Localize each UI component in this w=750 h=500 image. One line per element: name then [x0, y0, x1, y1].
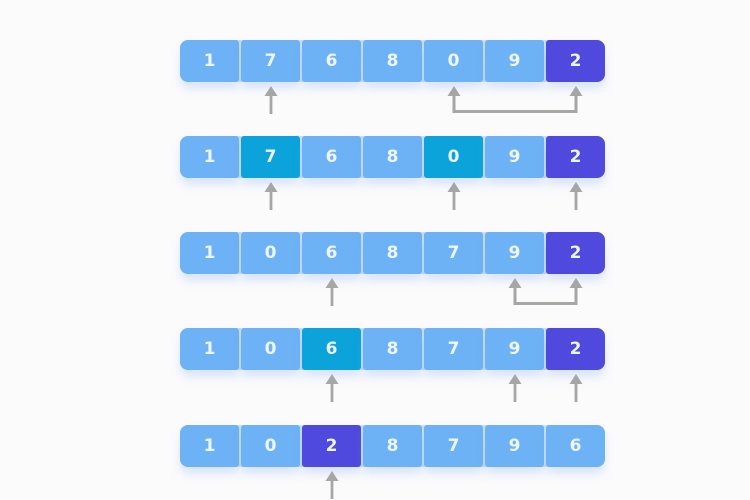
array-cell: 7 [424, 232, 483, 274]
array-cell: 1 [180, 232, 239, 274]
array-cell: 8 [363, 232, 422, 274]
array-cell: 7 [424, 328, 483, 370]
array-cell: 7 [424, 425, 483, 467]
up-arrow-icon [569, 374, 582, 402]
array-cell: 0 [241, 425, 300, 467]
array-cell: 9 [485, 328, 544, 370]
swap-connector-icon [447, 86, 582, 113]
array-cell: 7 [241, 136, 300, 178]
array-cell: 0 [241, 328, 300, 370]
array-cell: 9 [485, 425, 544, 467]
array-cell: 0 [424, 40, 483, 82]
array-cell: 2 [546, 328, 605, 370]
array-cell: 0 [241, 232, 300, 274]
array-cell: 7 [241, 40, 300, 82]
array-cell: 9 [485, 136, 544, 178]
array-cell: 8 [363, 328, 422, 370]
array-cell: 8 [363, 40, 422, 82]
array-cell: 9 [485, 232, 544, 274]
array-cell: 1 [180, 425, 239, 467]
array-cell: 6 [302, 328, 361, 370]
array-cell: 8 [363, 136, 422, 178]
up-arrow-icon [447, 182, 460, 210]
array-cell: 2 [302, 425, 361, 467]
up-arrow-icon [325, 374, 338, 402]
array-cell: 2 [546, 40, 605, 82]
array-cell: 6 [302, 232, 361, 274]
array-cell: 2 [546, 232, 605, 274]
array-cell: 1 [180, 40, 239, 82]
up-arrow-icon [325, 278, 338, 306]
up-arrow-icon [508, 374, 521, 402]
array-cell: 6 [302, 136, 361, 178]
array-cell: 1 [180, 136, 239, 178]
up-arrow-icon [569, 182, 582, 210]
up-arrow-icon [325, 471, 338, 499]
up-arrow-icon [264, 182, 277, 210]
up-arrow-icon [264, 86, 277, 114]
array-cell: 0 [424, 136, 483, 178]
array-cell: 6 [546, 425, 605, 467]
swap-connector-icon [508, 278, 582, 305]
array-cell: 9 [485, 40, 544, 82]
array-cell: 1 [180, 328, 239, 370]
array-cell: 2 [546, 136, 605, 178]
array-cell: 6 [302, 40, 361, 82]
array-cell: 8 [363, 425, 422, 467]
